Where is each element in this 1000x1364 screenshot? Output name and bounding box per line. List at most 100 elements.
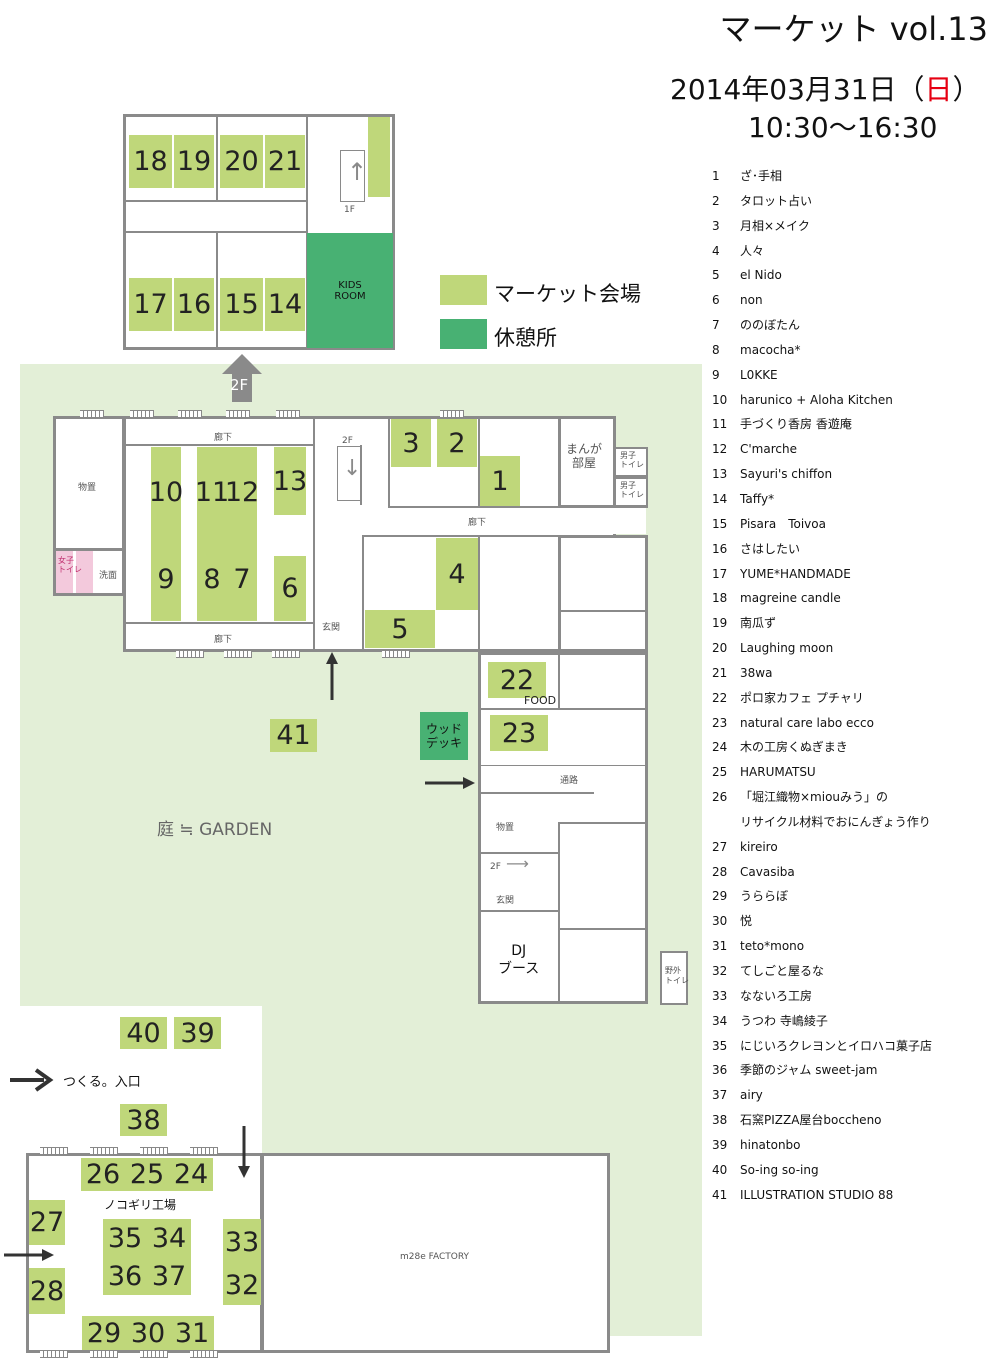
window xyxy=(226,410,250,418)
divider xyxy=(123,444,313,446)
vendor-list-item: 38 石窯PIZZA屋台boccheno xyxy=(712,1108,992,1133)
booth-37[interactable]: 37 xyxy=(147,1257,191,1295)
booth-16[interactable]: 16 xyxy=(174,278,214,331)
window xyxy=(176,650,204,658)
booth-35[interactable]: 35 xyxy=(103,1219,147,1257)
booth-4[interactable]: 4 xyxy=(436,538,478,610)
booth-32[interactable]: 32 xyxy=(223,1265,261,1305)
vendor-number: 30 xyxy=(712,914,728,929)
booth-25[interactable]: 25 xyxy=(125,1158,169,1191)
booth-28[interactable]: 28 xyxy=(29,1268,65,1314)
vendor-number: 5 xyxy=(712,268,720,283)
passage-arrow-icon xyxy=(425,777,475,789)
vendor-number: 15 xyxy=(712,516,728,531)
vendor-number: 38 xyxy=(712,1113,728,1128)
vendor-name: Sayuri's chiffon xyxy=(740,467,833,482)
window xyxy=(90,1350,118,1358)
divider xyxy=(216,114,218,201)
booth-19[interactable]: 19 xyxy=(174,135,214,188)
booth-23[interactable]: 23 xyxy=(490,715,548,751)
booth-36[interactable]: 36 xyxy=(103,1257,147,1295)
booth-26[interactable]: 26 xyxy=(81,1158,125,1191)
booth-39[interactable]: 39 xyxy=(174,1017,221,1049)
vendor-number: 13 xyxy=(712,467,728,482)
divider xyxy=(388,506,648,508)
booth-8[interactable]: 8 xyxy=(197,537,227,621)
wood-deck[interactable]: ウッド デッキ xyxy=(420,712,468,760)
washroom-label: 洗面 xyxy=(99,571,118,581)
window xyxy=(80,410,104,418)
vendor-name: Taffy* xyxy=(740,491,775,506)
booth-5[interactable]: 5 xyxy=(365,610,435,648)
event-hours: 10:30～16:30 xyxy=(748,111,938,144)
divider xyxy=(362,535,648,537)
vendor-name: hinatonbo xyxy=(740,1137,801,1152)
booth-17[interactable]: 17 xyxy=(129,278,172,331)
corridor-right-strip xyxy=(390,508,646,534)
booth-40[interactable]: 40 xyxy=(120,1017,167,1049)
saw-factory-arrow-icon xyxy=(4,1249,54,1261)
booth-24[interactable]: 24 xyxy=(169,1158,213,1191)
booth-18[interactable]: 18 xyxy=(129,135,172,188)
booth-6[interactable]: 6 xyxy=(274,556,306,621)
divider xyxy=(558,652,560,710)
booth-29[interactable]: 29 xyxy=(82,1316,126,1350)
booth-38[interactable]: 38 xyxy=(120,1104,167,1136)
vendor-number: 40 xyxy=(712,1162,728,1177)
booth-41[interactable]: 41 xyxy=(270,719,317,752)
vendor-name: 季節のジャム sweet-jam xyxy=(740,1063,878,1078)
vendor-number: 26 xyxy=(712,790,728,805)
booth-2[interactable]: 2 xyxy=(437,419,477,467)
right-wing-upper xyxy=(558,535,648,652)
vendor-number: 2 xyxy=(712,193,720,208)
booth-31[interactable]: 31 xyxy=(170,1316,214,1350)
window xyxy=(40,1147,68,1155)
booth-10[interactable]: 10 xyxy=(149,447,183,537)
booth-12[interactable]: 12 xyxy=(225,447,259,537)
kids-room[interactable]: KIDS ROOM xyxy=(307,233,393,348)
stairs-box xyxy=(337,446,361,501)
vendor-number: 29 xyxy=(712,889,728,904)
booth-20[interactable]: 20 xyxy=(220,135,263,188)
booth-27[interactable]: 27 xyxy=(29,1200,65,1245)
booth-14[interactable]: 14 xyxy=(265,278,305,331)
booth-1[interactable]: 1 xyxy=(480,456,520,506)
vendor-name: 悦 xyxy=(740,914,753,929)
vendor-name: So-ing so-ing xyxy=(740,1162,819,1177)
vendor-number: 36 xyxy=(712,1063,728,1078)
vendor-number: 37 xyxy=(712,1088,728,1103)
legend-rest-swatch xyxy=(440,319,487,349)
vendor-name: 38wa xyxy=(740,665,773,680)
booth-21[interactable]: 21 xyxy=(265,135,305,188)
booth-15[interactable]: 15 xyxy=(220,278,263,331)
booth-11[interactable]: 11 xyxy=(195,447,229,537)
vendor-name: 石窯PIZZA屋台boccheno xyxy=(740,1113,882,1128)
legend-market-label: マーケット会場 xyxy=(494,282,641,306)
window xyxy=(178,410,202,418)
vendor-name: L0KKE xyxy=(740,367,778,382)
booth-9[interactable]: 9 xyxy=(151,537,181,621)
vendor-name: HARUMATSU xyxy=(740,765,816,780)
factory-label: m28e FACTORY xyxy=(400,1252,470,1262)
men-toilet-2 xyxy=(614,477,648,507)
divider xyxy=(478,765,648,766)
window xyxy=(40,1350,68,1358)
booth-33[interactable]: 33 xyxy=(223,1219,261,1265)
booth-22[interactable]: 22 xyxy=(488,662,546,698)
vendor-name: 木の工房くぬぎまき xyxy=(740,740,848,755)
vendor-number: 20 xyxy=(712,641,728,656)
booth-upper-strip xyxy=(368,117,390,197)
booth-7[interactable]: 7 xyxy=(227,537,257,621)
window xyxy=(440,410,464,418)
booth-13[interactable]: 13 xyxy=(273,447,307,515)
booth-30[interactable]: 30 xyxy=(126,1316,170,1350)
booth-3[interactable]: 3 xyxy=(391,419,431,467)
booth-34[interactable]: 34 xyxy=(147,1219,191,1257)
